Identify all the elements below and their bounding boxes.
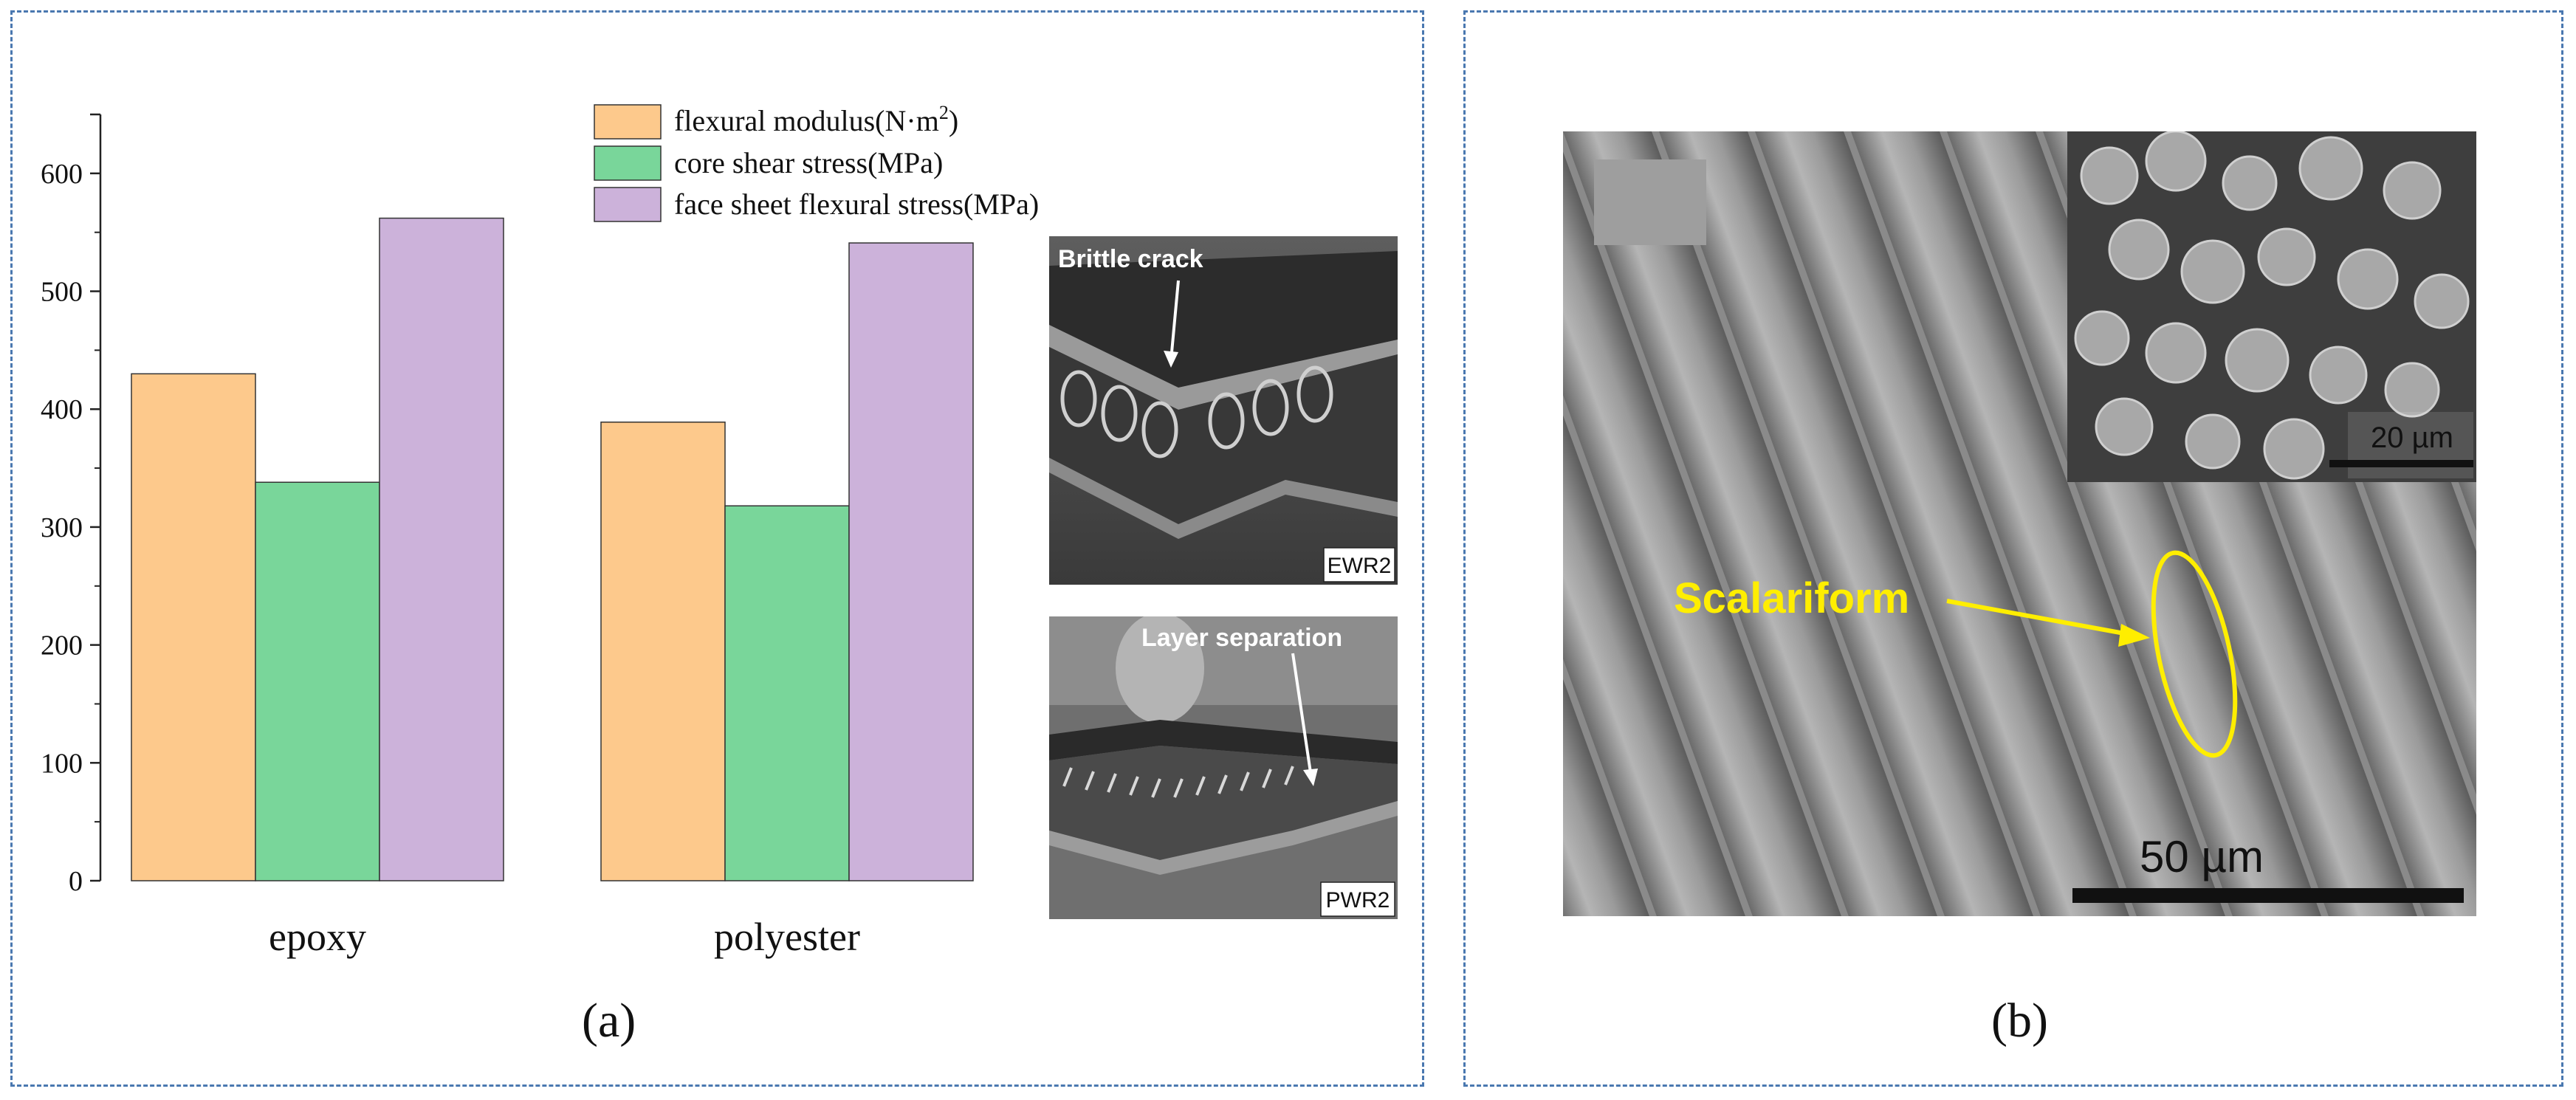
bar-polyester-1: [724, 505, 850, 881]
bar-chart: 0 100 200 300 400 500 600 epoxy polyester flexu…: [41, 102, 1039, 959]
y-tick-label: 100: [41, 748, 83, 779]
ewr2-tag: EWR2: [1328, 554, 1392, 578]
y-tick-label: 300: [41, 512, 83, 543]
y-tick-label: 0: [69, 866, 83, 897]
sem-inset: 20 µm: [2067, 131, 2476, 482]
panel-a-caption: (a): [582, 994, 636, 1048]
scalariform-label: Scalariform: [1674, 574, 1909, 622]
inset-scale-label: 20 µm: [2371, 422, 2453, 454]
y-axis: 0 100 200 300 400 500 600: [41, 113, 102, 897]
brittle-crack-arrow: [1169, 280, 1180, 361]
bars-group: [131, 217, 974, 881]
legend-label-face-sheet: face sheet flexural stress(MPa): [674, 188, 1039, 221]
bar-epoxy-0: [131, 373, 256, 881]
legend-label-core-shear: core shear stress(MPa): [674, 146, 943, 179]
scalariform-ellipse: [2151, 550, 2238, 758]
y-tick-label: 500: [41, 277, 83, 308]
x-tick-labels: epoxy polyester: [269, 915, 860, 959]
pwr2-tag: PWR2: [1326, 888, 1390, 912]
brittle-crack-label: Brittle crack: [1058, 245, 1203, 273]
panel-b-frame: [1463, 10, 2563, 1087]
layer-separation-arrow: [1291, 653, 1313, 778]
legend: flexural modulus(N·m2) core shear stress…: [594, 102, 1039, 222]
scalariform-arrow: [1946, 599, 2125, 636]
inset-scale-bar: [2329, 460, 2473, 467]
legend-label-flexural-modulus: flexural modulus(N·m2): [674, 102, 958, 137]
main-scale-label: 50 µm: [2140, 832, 2264, 881]
specimen-photo-pwr2: Layer separation PWR2: [1049, 616, 1398, 919]
panel-a-frame: [10, 10, 1424, 1087]
y-tick-label: 600: [41, 159, 83, 190]
bar-epoxy-2: [379, 217, 504, 881]
x-tick-label-epoxy: epoxy: [269, 915, 366, 959]
legend-swatch-flexural-modulus: [594, 104, 662, 140]
bar-polyester-0: [600, 422, 726, 881]
layer-separation-label: Layer separation: [1141, 624, 1342, 652]
bar-epoxy-1: [255, 481, 380, 881]
sem-micrograph: 20 µm Scalariform 50 µm: [1563, 131, 2476, 916]
panel-b-caption: (b): [1991, 994, 2048, 1048]
y-tick-label: 400: [41, 394, 83, 425]
legend-swatch-face-sheet: [594, 187, 662, 222]
x-tick-label-polyester: polyester: [714, 915, 860, 959]
y-tick-label: 200: [41, 630, 83, 661]
legend-swatch-core-shear: [594, 145, 662, 181]
main-scale-bar: [2072, 888, 2464, 903]
specimen-photo-ewr2: Brittle crack EWR2: [1049, 236, 1398, 585]
bar-polyester-2: [848, 242, 974, 881]
